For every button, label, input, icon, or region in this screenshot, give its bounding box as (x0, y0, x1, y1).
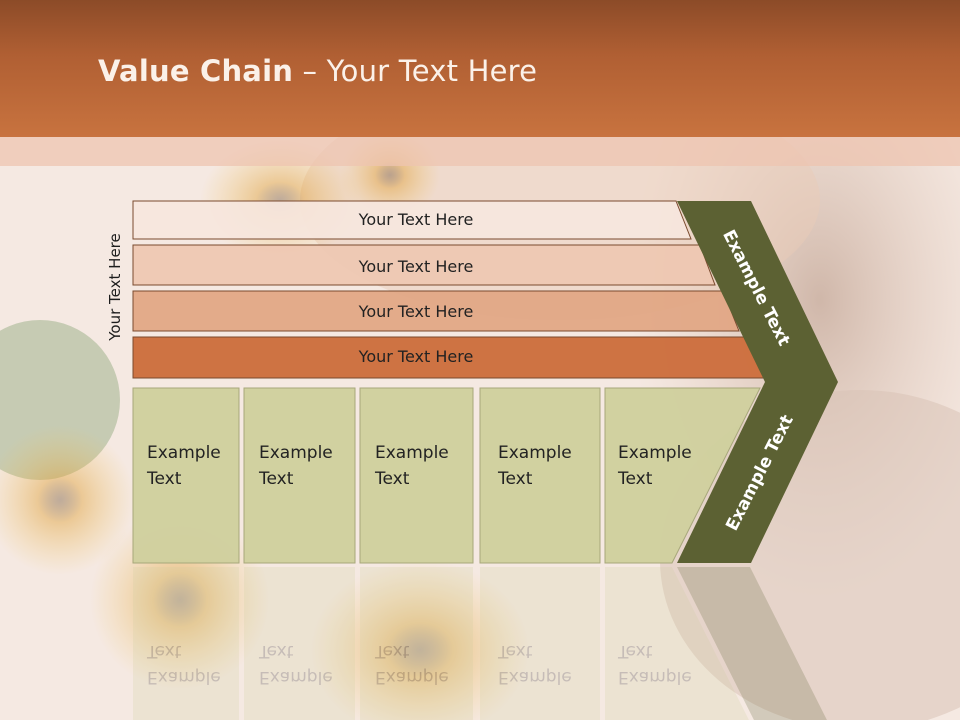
title-rest: – Your Text Here (293, 54, 538, 88)
chevron-arrow[interactable] (677, 201, 838, 563)
bar-2[interactable] (132, 244, 716, 286)
reflection-box-4 (480, 567, 600, 720)
reflection-text-5: Example (618, 667, 692, 687)
bar-1[interactable] (132, 200, 692, 240)
box-2-line1: Example (259, 443, 333, 463)
title-band (0, 137, 960, 166)
box-2-line2: Text (258, 469, 294, 489)
box-4-line2: Text (497, 469, 533, 489)
bar-1-label: Your Text Here (358, 210, 474, 229)
box-3-line1: Example (375, 443, 449, 463)
bar-3-label: Your Text Here (358, 302, 474, 321)
bar-2-label: Your Text Here (358, 257, 474, 276)
reflection-text-2b: Text (258, 641, 294, 661)
box-1-line1: Example (147, 443, 221, 463)
slide-title: Value Chain – Your Text Here (98, 54, 537, 88)
reflection-box-2 (244, 567, 355, 720)
title-bold: Value Chain (98, 54, 294, 88)
box-3[interactable] (359, 387, 474, 564)
sunflower-1 (0, 425, 135, 575)
box-2[interactable] (243, 387, 356, 564)
box-3-line2: Text (374, 469, 410, 489)
box-4[interactable] (479, 387, 601, 564)
reflection-text-1: Example (147, 667, 221, 687)
reflection-box-5 (605, 567, 749, 720)
box-5-line1: Example (618, 443, 692, 463)
reflection-text-1b: Text (146, 641, 182, 661)
box-4-line1: Example (498, 443, 572, 463)
sunflower-3 (310, 560, 530, 720)
reflection-box-1 (133, 567, 239, 720)
reflection-text-4: Example (498, 667, 572, 687)
bar-4-label: Your Text Here (358, 347, 474, 366)
reflection-text-4b: Text (497, 641, 533, 661)
bar-3[interactable] (132, 290, 740, 332)
box-1[interactable] (132, 387, 240, 564)
reflection-text-3: Example (375, 667, 449, 687)
reflection-box-3 (360, 567, 473, 720)
box-group (132, 387, 761, 564)
box-5-line2: Text (617, 469, 653, 489)
reflection-arrow (677, 567, 827, 720)
bar-group (132, 200, 765, 379)
box-5[interactable] (604, 387, 761, 564)
title-bar: Value Chain – Your Text Here (0, 0, 960, 137)
reflection-text-5b: Text (617, 641, 653, 661)
reflection-text-3b: Text (374, 641, 410, 661)
reflection-text-2: Example (259, 667, 333, 687)
reflection: Example Example Example Example Example … (133, 567, 827, 720)
box-1-line2: Text (146, 469, 182, 489)
